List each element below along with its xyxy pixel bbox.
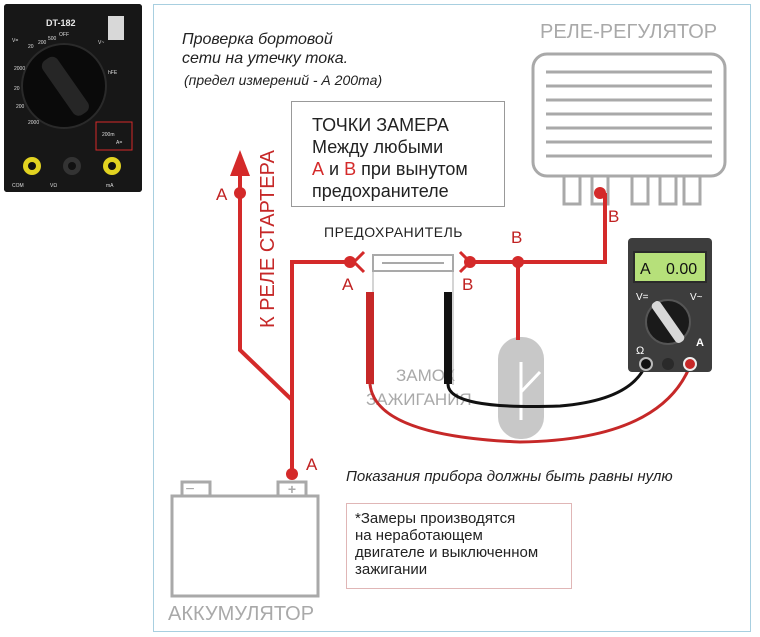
- battery-minus: −: [185, 481, 194, 498]
- multimeter-amp-label: A: [696, 337, 704, 349]
- diagram-panel: [153, 4, 751, 632]
- label-a-starter: A: [216, 185, 228, 204]
- battery-plus: +: [288, 481, 296, 497]
- title-line-2: сети на утечку тока.: [182, 50, 349, 67]
- multimeter-photo: DT-182 V= OFF 20 200 500 V~ hFE 2000 20 …: [4, 4, 142, 192]
- points-heading: ТОЧКИ ЗАМЕРА: [312, 115, 449, 135]
- points-line-2: Между любыми: [312, 137, 444, 157]
- note-line-4: зажигании: [355, 561, 428, 578]
- multimeter-ohm-jack: [639, 357, 653, 371]
- ignition-lock: [498, 337, 544, 439]
- label-b-regulator: B: [608, 207, 619, 226]
- svg-text:20: 20: [14, 86, 20, 92]
- regulator-fins: [546, 70, 712, 158]
- relay-regulator: [531, 52, 727, 206]
- multimeter-vdc-label: V=: [636, 292, 649, 303]
- svg-text:COM: COM: [12, 183, 24, 189]
- points-line-3: А и В при вынутом: [312, 159, 468, 179]
- label-a-battery: A: [306, 455, 318, 474]
- probe-leads: [366, 292, 692, 444]
- diagram-subtitle: (предел измерений - А 200ma): [184, 72, 383, 88]
- label-b-fuse: B: [462, 275, 473, 294]
- multimeter-display: [633, 251, 707, 283]
- svg-text:200: 200: [38, 40, 47, 46]
- svg-text:200m: 200m: [102, 132, 115, 138]
- photo-highlight-box: [95, 121, 133, 151]
- multimeter-a-jack: [683, 357, 697, 371]
- fuse-label: ПРЕДОХРАНИТЕЛЬ: [324, 224, 463, 240]
- starter-relay-label: К РЕЛЕ СТАРТЕРА: [257, 149, 279, 328]
- svg-text:500: 500: [48, 36, 57, 42]
- label-a-fuse: A: [342, 275, 354, 294]
- point-b-mark: В: [344, 159, 357, 179]
- svg-text:OFF: OFF: [59, 32, 69, 38]
- multimeter-vac-label: V~: [690, 292, 703, 303]
- note-line-2: на неработающем: [355, 527, 483, 544]
- multimeter-photo-drawing: DT-182 V= OFF 20 200 500 V~ hFE 2000 20 …: [4, 4, 142, 192]
- ignition-label-line-1: ЗАМОК: [396, 366, 455, 385]
- ignition-label-line-2: ЗАЖИГАНИЯ: [366, 390, 472, 409]
- regulator-label: РЕЛЕ-РЕГУЛЯТОР: [540, 21, 717, 43]
- multimeter-range: A: [640, 261, 651, 278]
- regulator-terminals: [562, 174, 702, 206]
- multimeter-model: DT-182: [46, 18, 76, 28]
- battery-label: АККУМУЛЯТОР: [168, 603, 314, 625]
- connection-points: [234, 187, 606, 480]
- socket-block: [108, 16, 124, 40]
- dial-knob: [41, 56, 89, 116]
- note-line-3: двигателе и выключенном: [355, 544, 539, 561]
- point-a-mark: А: [312, 159, 325, 179]
- multimeter-knob: [651, 301, 685, 343]
- svg-text:VΩ: VΩ: [50, 183, 57, 189]
- battery: [170, 480, 320, 598]
- dial-labels: V= OFF 20 200 500 V~ hFE 2000 20 200 200…: [12, 32, 122, 146]
- multimeter-v-jack: [662, 358, 674, 370]
- conditions-note: *Замеры производятся на неработающем дви…: [346, 503, 572, 589]
- svg-text:hFE: hFE: [108, 70, 118, 76]
- svg-text:V~: V~: [98, 40, 104, 46]
- svg-text:A=: A=: [116, 140, 122, 146]
- svg-text:200: 200: [16, 104, 25, 110]
- starter-arrow: [230, 150, 250, 176]
- svg-text:2000: 2000: [28, 120, 39, 126]
- points-line-4: предохранителе: [312, 181, 449, 201]
- label-b-junction: B: [511, 228, 522, 247]
- multimeter-value: 0.00: [666, 261, 697, 278]
- measurement-points-box: ТОЧКИ ЗАМЕРА Между любыми А и В при выну…: [291, 101, 505, 207]
- diagram-title: Проверка бортовой сети на утечку тока.: [182, 30, 348, 68]
- multimeter-ohm-label: Ω: [636, 345, 644, 357]
- reading-note: Показания прибора должны быть равны нулю: [346, 468, 673, 485]
- multimeter: [628, 238, 712, 372]
- svg-text:20: 20: [28, 44, 34, 50]
- note-line-1: *Замеры производятся: [355, 510, 516, 527]
- svg-text:2000: 2000: [14, 66, 25, 72]
- svg-text:V=: V=: [12, 38, 18, 44]
- title-line-1: Проверка бортовой: [182, 31, 333, 48]
- svg-text:mA: mA: [106, 183, 114, 189]
